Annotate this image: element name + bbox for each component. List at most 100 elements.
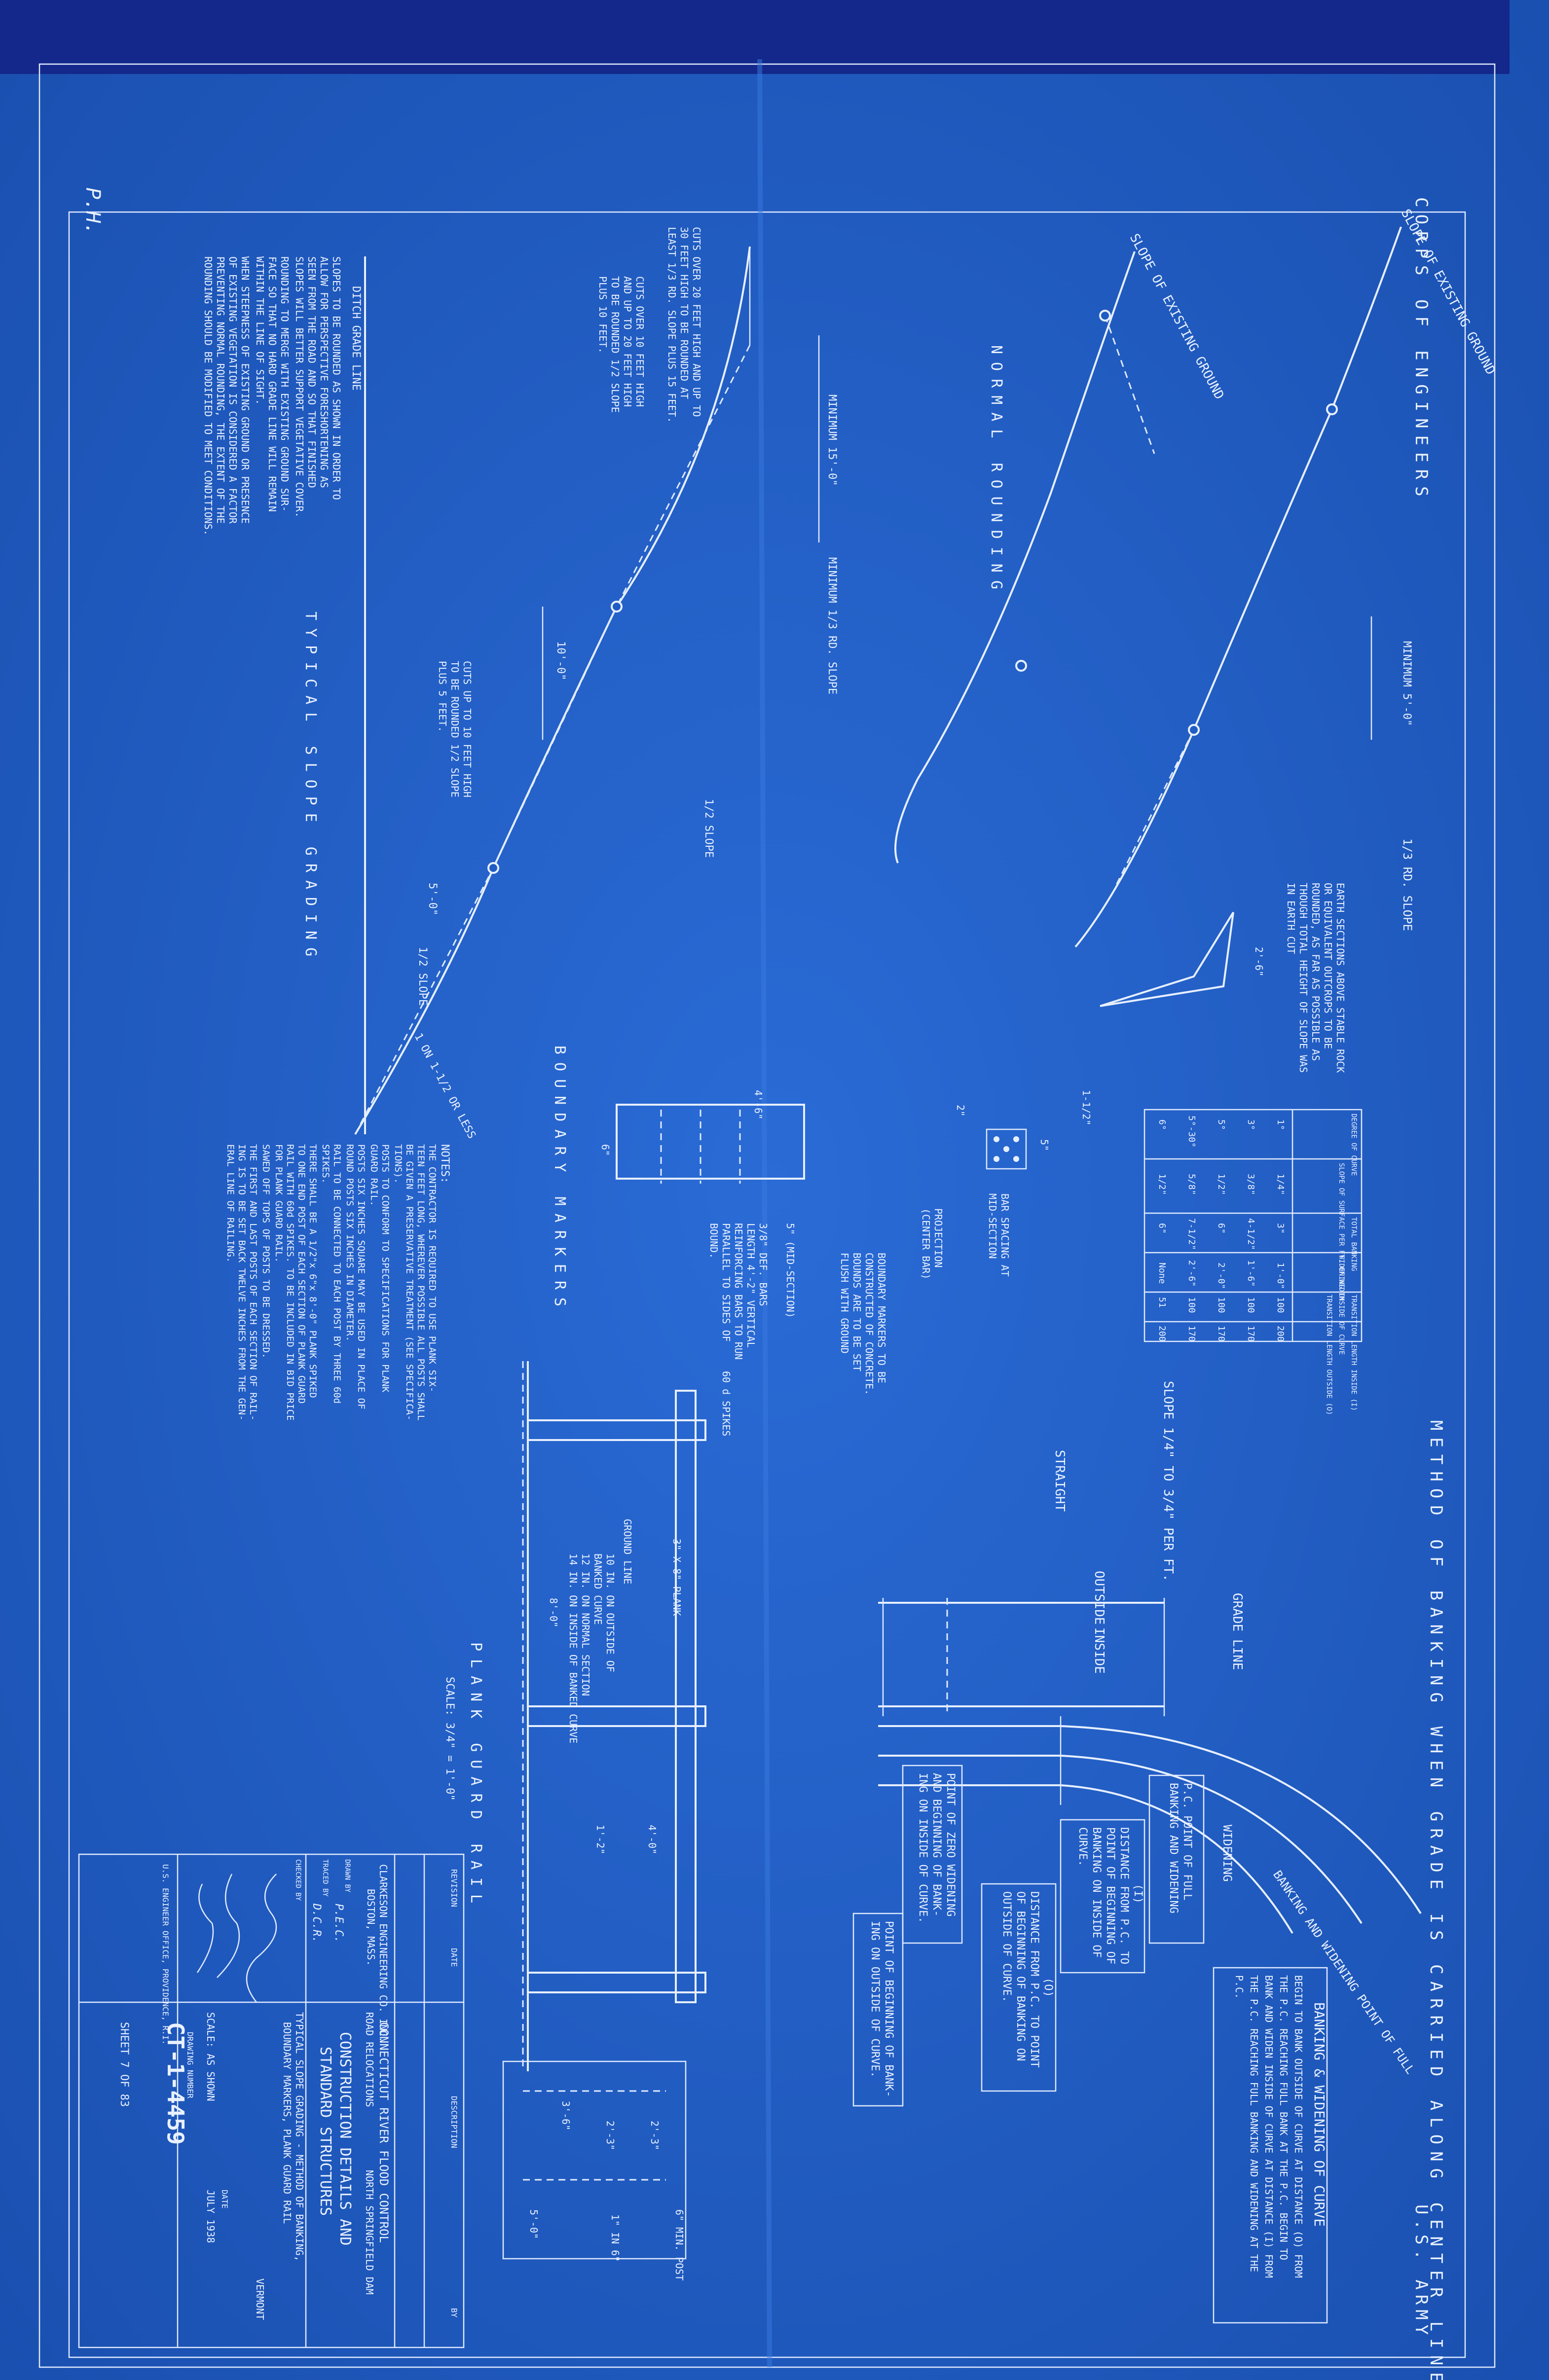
gr-note-5: GUARD RAIL.	[369, 1144, 379, 1206]
plank-rail	[675, 1390, 697, 2003]
bar-dot	[994, 1136, 999, 1142]
dim-1-2: 1'-2"	[594, 1825, 606, 1854]
dist-i-2: DISTANCE FROM P.C. TO	[1118, 1827, 1130, 1964]
tb-subtitle-1: TYPICAL SLOPE GRADING - METHOD OF BANKIN…	[294, 2012, 305, 2262]
note-box	[1213, 1967, 1328, 2324]
table-row: 5° 1/2" 6" 2'-0" 100 170	[1216, 1119, 1226, 1342]
end-post-detail	[502, 2060, 687, 2260]
slope-note: SLOPE 1/4" TO 3/4" PER FT.	[1161, 1381, 1176, 1582]
title-block: REVISION DATE DESCRIPTION BY CLARKESON E…	[78, 1853, 465, 2348]
gr-note-15: THE FIRST AND LAST POSTS OF EACH SECTION…	[248, 1144, 258, 1421]
typ-note-8: OF EXISTING VEGETATION IS CONSIDERED A F…	[227, 256, 239, 524]
cuts10-2: AND UP TO 20 FEET HIGH	[622, 276, 633, 407]
cell-r0c0: 1°	[1275, 1119, 1286, 1130]
cell-r2c0: 5°	[1216, 1119, 1226, 1130]
table-row: 5°-30° 5/8" 7-1/2" 2'-6" 100 170	[1186, 1116, 1197, 1342]
cell-r3c0: 5°-30°	[1186, 1116, 1197, 1148]
cuts20-1: CUTS OVER 20 FEET HIGH AND UP TO	[691, 227, 702, 417]
dist-o-2: DISTANCE FROM P.C. TO POINT	[1028, 1891, 1040, 2068]
bars-5: BOUND.	[708, 1223, 720, 1259]
main-slope-dash	[354, 345, 751, 1135]
bar-dot	[1013, 1136, 1019, 1142]
bd-d3: 5"	[1038, 1139, 1050, 1151]
bd-d2: 6"	[599, 1144, 611, 1156]
cell-r4c3: None	[1157, 1262, 1167, 1284]
initials: P.H.	[81, 187, 104, 235]
bar-spacing-1: BAR SPACING AT	[999, 1193, 1011, 1277]
post-1	[527, 1419, 706, 1441]
typ-note-0: SLOPES TO BE ROUNDED AS SHOWN IN ORDER T…	[331, 256, 342, 500]
lower-profile-dash	[1104, 315, 1155, 454]
tb-date-label: DATE	[220, 2190, 229, 2209]
cell-r2c5: 170	[1216, 1326, 1226, 1342]
projection-2: (CENTER BAR)	[920, 1208, 932, 1280]
node-lower-2	[1015, 660, 1027, 672]
gr-note-4: POSTS TO CONFORM TO SPECIFICATIONS FOR P…	[380, 1144, 391, 1393]
bars-1: 3/8" DEF. BARS	[757, 1223, 769, 1306]
header-left: CORPS OF ENGINEERS	[1411, 197, 1431, 503]
cuts20-3: LEAST 1/3 RD. SLOPE PLUS 15 FEET.	[666, 227, 678, 423]
typ-note-6: WITHIN THE LINE OF SIGHT.	[254, 256, 266, 405]
tb-project-1: CONNECTICUT RIVER FLOOD CONTROL	[377, 2022, 391, 2243]
tb-sheet: SHEET 7 OF 83	[118, 2022, 130, 2107]
dim-10-label: 10'-0"	[554, 641, 567, 680]
fold-crease	[757, 59, 772, 2368]
begin-outside-1: POINT OF BEGINNING OF BANK-	[883, 1921, 895, 2097]
cell-r1c5: 170	[1246, 1326, 1256, 1342]
dim-2-3a: 2'-3"	[649, 2121, 661, 2150]
th-trans-in: TRANSITION LENGTH INSIDE (I)	[1350, 1295, 1358, 1411]
dist-o-box	[981, 1883, 1057, 2092]
cell-r2c1: 1/2"	[1216, 1174, 1226, 1195]
half-slope-a: 1/2 SLOPE	[702, 799, 715, 858]
post-3	[527, 1972, 706, 1993]
typ-note-1: ALLOW FOR PERSPECTIVE FORESHORTENING AS	[318, 256, 330, 488]
signature-2	[217, 1874, 240, 1978]
bd-d4: 1-1/2"	[1080, 1090, 1092, 1125]
tb-office: U.S. ENGINEER OFFICE, PROVIDENCE, R.I.	[161, 1864, 170, 2045]
normal-rounding-title: NORMAL ROUNDING	[988, 345, 1005, 597]
begin-outside-2: ING ON OUTSIDE OF CURVE.	[869, 1921, 881, 2078]
half-slope-b: 1/2 SLOPE	[416, 947, 429, 1006]
note-line-4: THE P.C. REACHING FULL BANKING AND WIDEN…	[1248, 1975, 1260, 2272]
header-right: U.S. ARMY	[1411, 2204, 1431, 2340]
cell-r3c4: 100	[1186, 1297, 1197, 1313]
bars-4: PARALLEL TO SIDES OF	[720, 1223, 732, 1342]
typ-note-7: WHEN STEEPNESS OF EXISTING GROUND OR PRE…	[239, 256, 251, 524]
zero-widen-2: AND BEGINNING OF BANK-	[930, 1773, 943, 1916]
dim-5-0: 5'-0"	[528, 2209, 540, 2239]
cell-r1c1: 3/8"	[1246, 1174, 1256, 1195]
node-lower-1	[1099, 310, 1111, 322]
signature-3	[196, 1883, 214, 1973]
cell-r2c2: 6"	[1216, 1223, 1226, 1234]
table-row: 3° 3/8" 4-1/2" 1'-6" 100 170	[1246, 1119, 1256, 1342]
title-block-frame	[78, 1853, 465, 2348]
gr-note-17: ERAL LINE OF RAILING.	[225, 1144, 236, 1262]
node-typ-1	[611, 601, 623, 613]
height-4: 14 IN. ON INSIDE OF BANKED CURVE	[567, 1553, 579, 1743]
zero-widen-3: ING ON INSIDE OF CURVE.	[917, 1773, 929, 1923]
min-third-label: MINIMUM 1/3 RD. SLOPE	[826, 557, 838, 694]
dist-i-3: POINT OF BEGINNING OF	[1104, 1827, 1116, 1964]
begin-outside-box	[852, 1912, 904, 2107]
gr-note-9: SPIKES.	[320, 1144, 331, 1184]
bounds-4: FLUSH WITH GROUND	[839, 1253, 850, 1354]
straight-label: STRAIGHT	[1052, 1450, 1067, 1512]
cuts10-1: CUTS OVER 10 FEET HIGH	[634, 276, 646, 407]
cell-r4c0: 6°	[1157, 1119, 1167, 1130]
cell-r4c4: 51	[1157, 1297, 1167, 1308]
bar-dot	[1013, 1156, 1019, 1162]
cell-r2c3: 2'-0"	[1216, 1262, 1226, 1289]
cell-r0c2: 3"	[1275, 1223, 1286, 1234]
typ-note-10: ROUNDING SHOULD BE MODIFIED TO MEET COND…	[202, 256, 214, 536]
dim-3-6: 3'-6"	[560, 2101, 572, 2130]
inside-label: INSIDE	[1092, 1627, 1106, 1674]
typ-note-4: ROUNDING TO MERGE WITH EXISTING GROUND S…	[279, 256, 291, 512]
one-in-6-label: 1" IN 6"	[609, 2214, 621, 2262]
gr-note-11: TO ONE END POST OF EACH SECTION OF PLANK…	[296, 1144, 307, 1404]
tb-heading-1: CONSTRUCTION DETAILS AND	[336, 2032, 354, 2245]
dist-i-box	[1060, 1819, 1145, 1974]
dist-i-5: CURVE.	[1076, 1827, 1089, 1866]
bounds-1: BOUNDARY MARKERS TO BE	[876, 1253, 887, 1383]
cuts10-4: PLUS 10 FEET.	[597, 276, 609, 354]
